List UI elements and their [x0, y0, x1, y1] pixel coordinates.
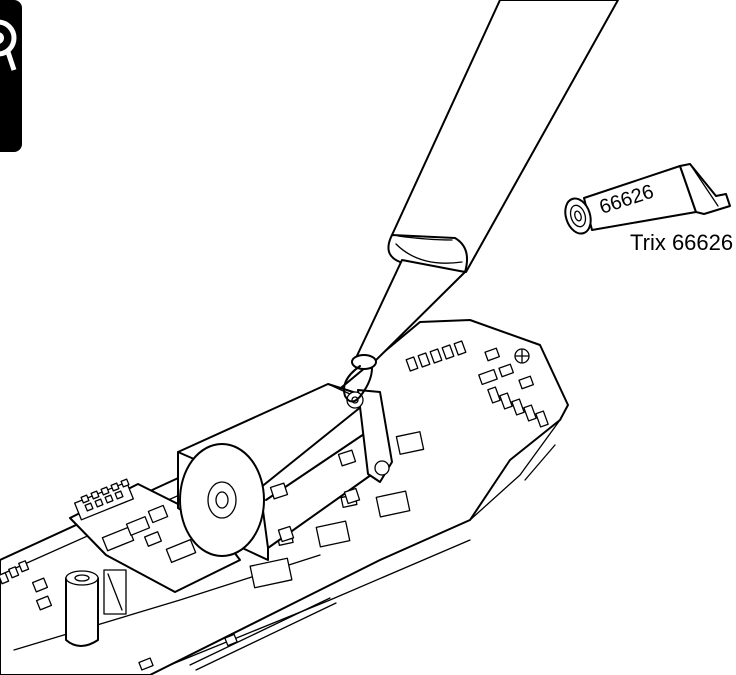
tube-caption: Trix 66626: [630, 230, 733, 255]
motor-icon: [177, 383, 393, 561]
grease-applicator-icon: [343, 0, 619, 403]
magnifier-icon: [0, 0, 22, 152]
grease-tube-icon: 66626: [564, 163, 731, 235]
